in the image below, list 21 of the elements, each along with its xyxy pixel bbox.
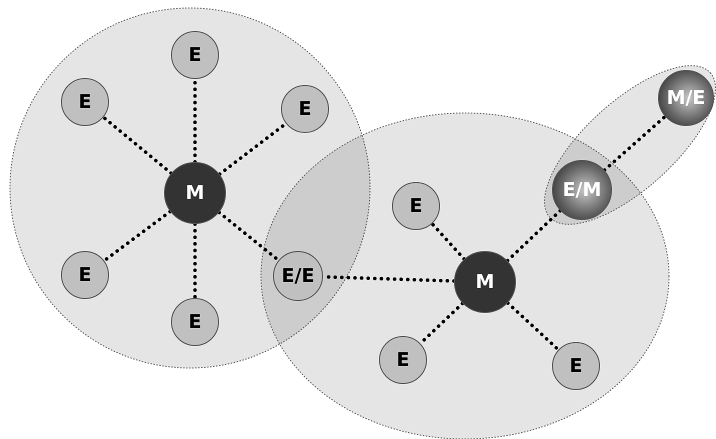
node-circle: E bbox=[171, 298, 219, 346]
dotted-connector bbox=[102, 210, 172, 262]
dotted-connector bbox=[102, 116, 173, 175]
dotted-connector bbox=[602, 114, 667, 172]
dotted-connector bbox=[430, 222, 466, 261]
node-circle: E bbox=[552, 342, 600, 390]
dotted-connector bbox=[506, 301, 560, 352]
dotted-connector bbox=[217, 210, 280, 262]
node-circle: E bbox=[61, 251, 109, 299]
node-circle: M/E bbox=[658, 70, 714, 126]
node-circle: E bbox=[379, 336, 427, 384]
node-circle: E bbox=[171, 31, 219, 79]
node-circle: E bbox=[392, 182, 440, 230]
dotted-connector bbox=[193, 222, 197, 300]
node-circle: E/E bbox=[273, 251, 323, 301]
node-circle: M bbox=[164, 162, 226, 224]
node-circle: E bbox=[281, 85, 329, 133]
node-circle: M bbox=[454, 251, 516, 313]
node-circle: E/M bbox=[552, 160, 612, 220]
dotted-connector bbox=[506, 208, 562, 262]
node-circle: E bbox=[61, 78, 109, 126]
